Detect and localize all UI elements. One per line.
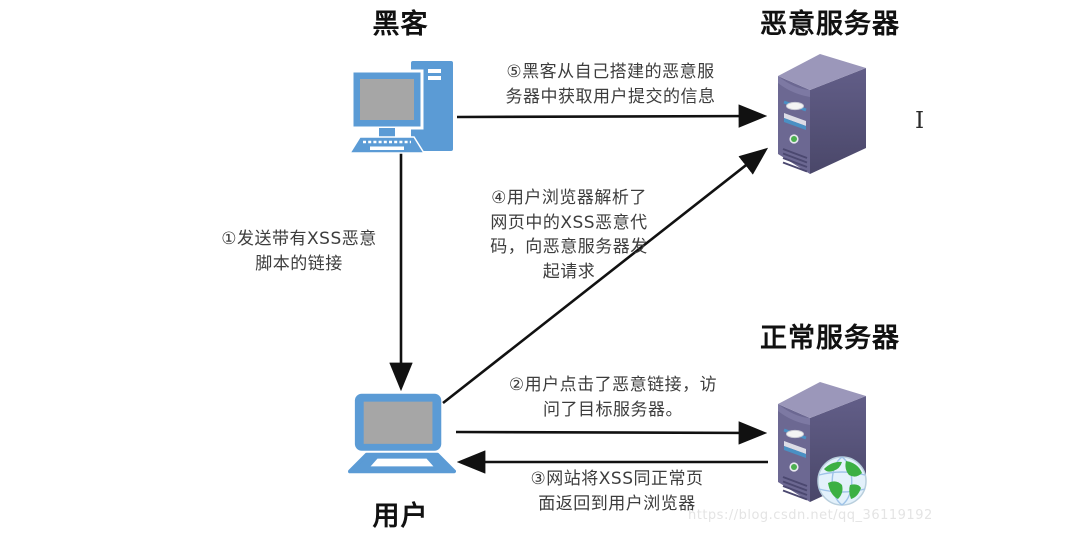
step5-text: ⑤黑客从自己搭建的恶意服 务器中获取用户提交的信息 xyxy=(505,62,716,107)
arrow-step5-hacker-to-malicious-server xyxy=(456,104,768,128)
normal-server-label: 正常服务器 xyxy=(760,323,900,354)
user-label: 用户 xyxy=(372,501,429,532)
user-laptop-icon xyxy=(348,392,456,480)
step3-text: ③网站将XSS同正常页 面返回到用户浏览器 xyxy=(530,469,704,514)
globe-icon xyxy=(816,455,868,507)
arrow-step2-user-to-normal-server xyxy=(455,421,768,445)
step2-text: ②用户点击了恶意链接，访 问了目标服务器。 xyxy=(508,375,718,420)
malicious-server-label: 恶意服务器 xyxy=(760,9,900,40)
step4-text: ④用户浏览器解析了 网页中的XSS恶意代 码，向恶意服务器发 起请求 xyxy=(490,188,648,282)
ibeam-cursor-icon: I xyxy=(915,108,925,134)
hacker-label: 黑客 xyxy=(372,9,429,40)
malicious-server-icon xyxy=(764,46,876,178)
watermark-url: https://blog.csdn.net/qq_36119192 xyxy=(688,508,933,523)
hacker-desktop-computer-icon xyxy=(348,58,460,158)
step1-text: ①发送带有XSS恶意 脚本的链接 xyxy=(221,229,377,274)
